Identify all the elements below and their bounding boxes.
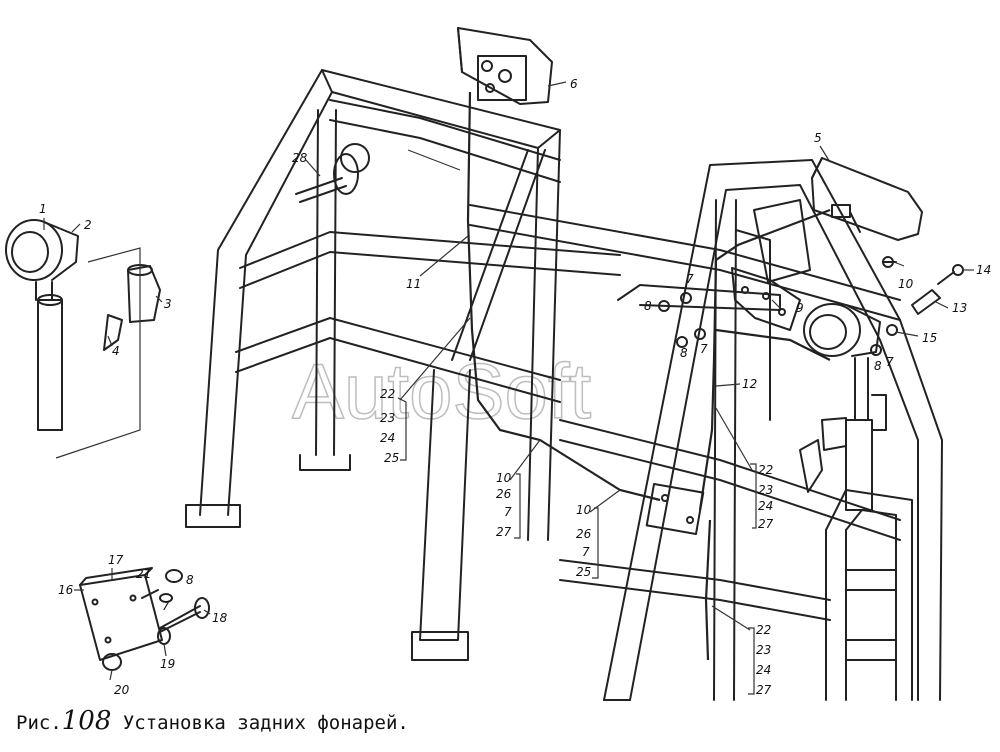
callout-8a: 8 (644, 299, 652, 313)
callout-20: 20 (114, 683, 130, 697)
figure-caption: Рис.108 Установка задних фонарей. (16, 706, 409, 736)
stack4-24: 24 (758, 499, 773, 513)
callout-8b: 8 (680, 346, 688, 360)
stack5-27: 27 (756, 683, 772, 697)
callout-13: 13 (952, 301, 967, 315)
stack3-25: 25 (576, 565, 591, 579)
callout-8c: 8 (874, 359, 882, 373)
callout-14: 14 (976, 263, 991, 277)
callout-16: 16 (58, 583, 74, 597)
caption-number: 108 (61, 706, 112, 736)
callout-7d: 7 (162, 599, 170, 613)
callout-8d: 8 (186, 573, 194, 587)
callout-3: 3 (164, 297, 172, 311)
callout-5: 5 (814, 131, 822, 145)
detail-plate (79, 567, 210, 671)
callout-7c: 7 (886, 355, 894, 369)
wiring (407, 91, 831, 661)
callout-18: 18 (212, 611, 228, 625)
callout-19: 19 (160, 657, 175, 671)
bolt-28 (295, 143, 370, 203)
callout-28: 28 (292, 151, 308, 165)
callout-12: 12 (742, 377, 757, 391)
left-frame (185, 69, 621, 661)
callout-2: 2 (84, 218, 92, 232)
callout-11: 11 (406, 277, 421, 291)
stack1-24: 24 (380, 431, 395, 445)
side-lamp-left (5, 219, 161, 459)
callout-7b: 7 (700, 342, 708, 356)
stack1-22: 22 (380, 387, 395, 401)
leader-lines (43, 81, 974, 695)
callout-9: 9 (796, 301, 804, 315)
stack3-7: 7 (582, 545, 590, 559)
stack2-27: 27 (496, 525, 512, 539)
stack3-10: 10 (576, 503, 592, 517)
stack3-26: 26 (576, 527, 592, 541)
stack5-23: 23 (756, 643, 771, 657)
stack2-26: 26 (496, 487, 512, 501)
stack4-27: 27 (758, 517, 774, 531)
stack1-23: 23 (380, 411, 395, 425)
rear-lamp-right (811, 157, 923, 241)
stack4-22: 22 (758, 463, 773, 477)
side-lamp-right (799, 303, 887, 511)
callout-6: 6 (570, 77, 578, 91)
watermark: AutoSoft (292, 347, 592, 435)
rear-lamp-top (457, 27, 553, 105)
caption-title: Установка задних фонарей. (122, 712, 409, 734)
stack1-25: 25 (384, 451, 399, 465)
stack4-23: 23 (758, 483, 773, 497)
callout-10: 10 (898, 277, 914, 291)
callout-7a: 7 (686, 272, 694, 286)
callout-labels: 1 2 3 4 5 6 28 11 7 8 7 8 12 9 10 14 13 … (39, 77, 991, 697)
callout-4: 4 (112, 344, 120, 358)
callout-21: 21 (136, 567, 151, 581)
bracket-9 (731, 199, 811, 331)
callout-15: 15 (922, 331, 937, 345)
stack5-24: 24 (756, 663, 771, 677)
stack2-10: 10 (496, 471, 512, 485)
callout-1: 1 (39, 202, 47, 216)
stack2-7: 7 (504, 505, 512, 519)
caption-prefix: Рис. (16, 712, 62, 734)
callout-17: 17 (108, 553, 124, 567)
stack5-22: 22 (756, 623, 771, 637)
